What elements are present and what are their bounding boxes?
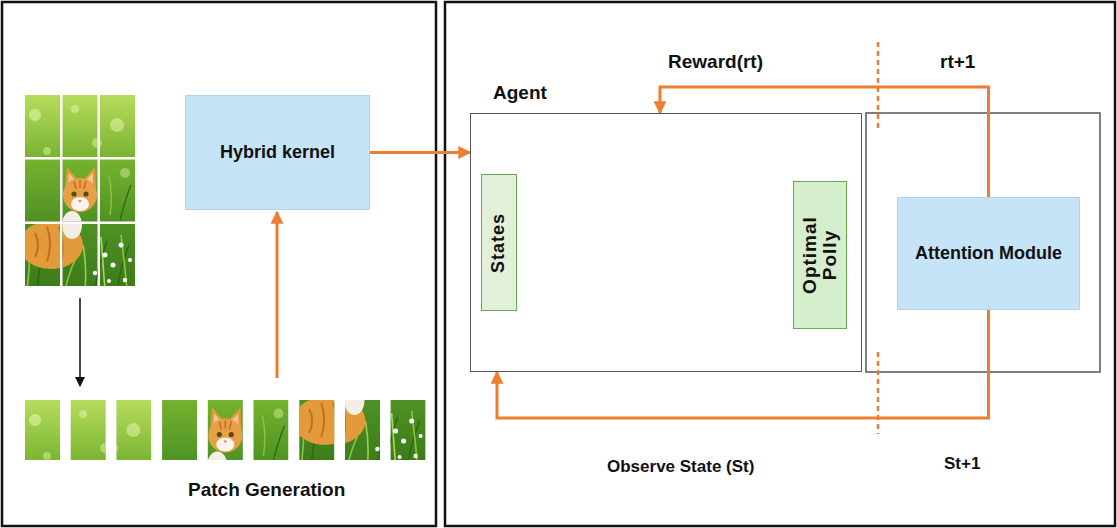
section-title: Patch Generation [188,480,345,501]
process-box: Hybrid kernel [185,95,370,210]
attention-box: Attention Module [897,197,1080,310]
split-arrow [79,298,81,386]
edge-label: Observe State (St) [607,458,754,477]
agent-box: AgentStatesOptimal Polly [470,113,862,372]
image-tile [19,95,135,290]
box-label: Optimal Polly [800,208,840,303]
image-tile [19,95,135,290]
flow-arrow [370,151,470,154]
image-patch [35,400,151,528]
dashed-divider [877,352,880,434]
box-label: Attention Module [915,244,1062,264]
box-heading: Agent [493,83,547,104]
image-tile [19,95,135,290]
signal-label: rt+1 [940,52,975,73]
image-tile [19,95,135,290]
patch-arrow [276,212,279,378]
patch-row [19,271,426,528]
environment-box [866,113,1100,372]
image-patch [310,271,426,466]
signal-label: St+1 [944,455,980,474]
box-label: States [489,212,509,272]
image-tile [19,95,135,290]
image-tile [19,95,135,290]
right-panel [445,2,1115,526]
image-tile [19,95,135,290]
image-tile [19,95,135,290]
box-label: Hybrid kernel [220,143,335,163]
image-grid [19,95,135,290]
policy-box: Optimal Polly [793,181,847,329]
state-box: States [481,174,517,311]
image-tile [19,95,135,290]
edge-label: Reward(rt) [668,52,763,73]
